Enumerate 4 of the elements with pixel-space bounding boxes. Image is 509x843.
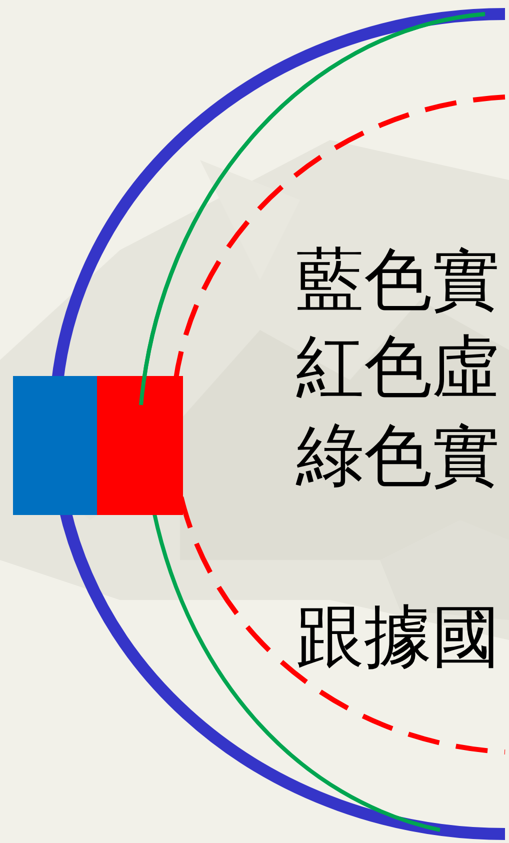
label-text: 綠色實 [296,423,500,491]
label-text: 紅色虛 [296,334,500,402]
label-text: 跟據國 [296,604,500,672]
label-text: 藍色實 [296,247,500,315]
